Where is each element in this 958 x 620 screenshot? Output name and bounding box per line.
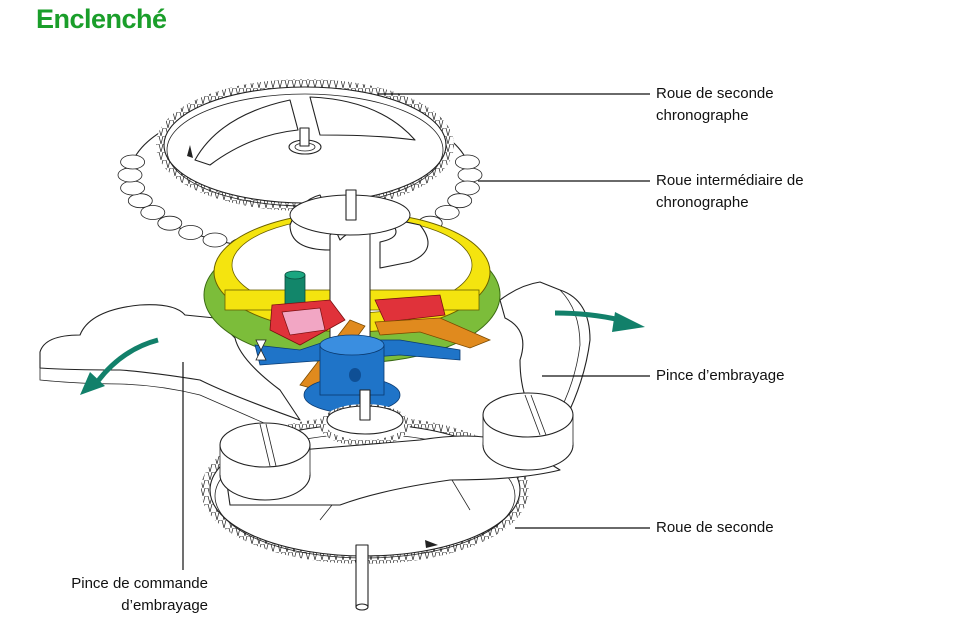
gear-tooth: [454, 154, 480, 170]
label-line: Roue de seconde: [656, 519, 774, 536]
label-chrono-seconds-wheel: Roue de seconde chronographe: [656, 83, 774, 127]
gear-tooth: [120, 180, 146, 196]
clamp-screws: [219, 392, 574, 506]
gear-tooth: [434, 205, 460, 220]
gear-tooth: [457, 167, 483, 183]
gear-tooth: [157, 215, 183, 231]
gear-tooth: [454, 180, 480, 196]
curved-arrow-left-down-icon: [80, 337, 159, 395]
gear-tooth: [447, 193, 473, 209]
gear-tooth: [120, 154, 146, 170]
coupling-clamp: [499, 281, 591, 426]
label-line: chronographe: [656, 194, 749, 211]
label-chrono-intermediate-wheel: Roue intermédiaire de chronographe: [656, 170, 804, 214]
gear-tooth: [178, 225, 204, 240]
label-coupling-clamp: Pince d’embrayage: [656, 365, 784, 387]
chrono-seconds-wheel: [156, 79, 454, 211]
label-line: Roue de seconde: [656, 85, 774, 102]
gear-tooth: [117, 167, 143, 183]
gear-tooth: [140, 205, 166, 220]
label-seconds-wheel: Roue de seconde: [656, 517, 774, 539]
label-line: d’embrayage: [121, 597, 208, 614]
label-line: Roue intermédiaire de: [656, 172, 804, 189]
gear-tooth: [202, 232, 228, 248]
curved-arrow-right-icon: [554, 310, 645, 332]
label-line: chronographe: [656, 107, 749, 124]
label-coupling-control-clamp: Pince de commande d’embrayage: [40, 573, 208, 617]
label-line: Pince de commande: [71, 575, 208, 592]
gear-tooth: [127, 193, 153, 209]
diagram-title: Enclenché: [36, 4, 167, 34]
coupling-assembly: [203, 189, 501, 414]
label-line: Pince d’embrayage: [656, 367, 785, 384]
leader-lines: [182, 93, 650, 570]
